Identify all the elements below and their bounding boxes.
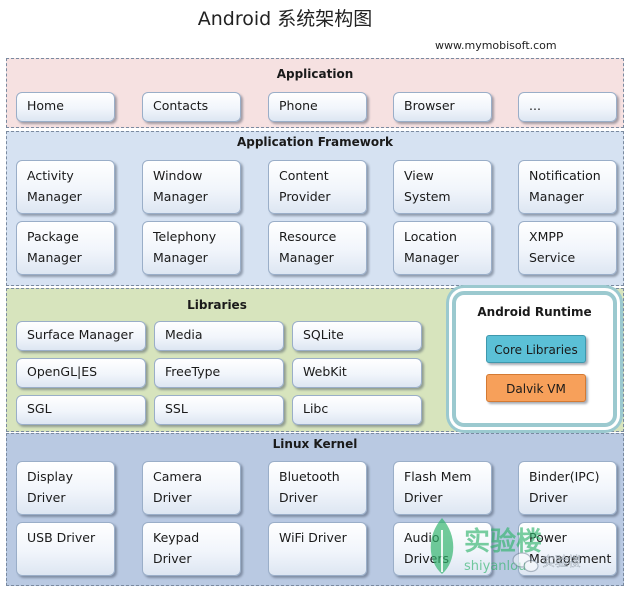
diagram-title: Android 系统架构图: [197, 8, 373, 30]
app-box-contacts: Contacts: [142, 92, 241, 122]
kernel-box-keypad-driver: Keypad Driver: [142, 522, 241, 576]
lib-box-webkit: WebKit: [292, 358, 422, 388]
app-box-more: ...: [518, 92, 617, 122]
lib-box-surface-manager: Surface Manager: [16, 321, 146, 351]
app-box-phone: Phone: [268, 92, 367, 122]
kernel-box-audio-drivers: Audio Drivers: [393, 522, 492, 576]
framework-box-telephony-manager: Telephony Manager: [142, 221, 241, 275]
android-runtime-panel: Android Runtime Core Libraries Dalvik VM: [452, 291, 617, 427]
lib-box-freetype: FreeType: [154, 358, 284, 388]
kernel-box-camera-driver: Camera Driver: [142, 461, 241, 515]
kernel-box-usb-driver: USB Driver: [16, 522, 115, 576]
dalvik-vm-box: Dalvik VM: [486, 374, 586, 402]
kernel-box-power-management: Power Management: [518, 522, 617, 576]
kernel-box-binder-ipc-driver: Binder(IPC) Driver: [518, 461, 617, 515]
framework-box-window-manager: Window Manager: [142, 160, 241, 214]
framework-box-resource-manager: Resource Manager: [268, 221, 367, 275]
application-layer-title: Application: [276, 67, 354, 81]
lib-box-libc: Libc: [292, 395, 422, 425]
website-label: www.mymobisoft.com: [435, 39, 557, 52]
android-runtime-title: Android Runtime: [477, 305, 592, 319]
framework-box-content-provider: Content Provider: [268, 160, 367, 214]
lib-box-opengl-es: OpenGL|ES: [16, 358, 146, 388]
lib-box-sgl: SGL: [16, 395, 146, 425]
core-libraries-box: Core Libraries: [486, 335, 586, 363]
framework-box-xmpp-service: XMPP Service: [518, 221, 617, 275]
app-box-home: Home: [16, 92, 115, 122]
kernel-box-wifi-driver: WiFi Driver: [268, 522, 367, 576]
framework-layer-title: Application Framework: [236, 135, 394, 149]
lib-box-ssl: SSL: [154, 395, 284, 425]
kernel-box-flash-mem-driver: Flash Mem Driver: [393, 461, 492, 515]
linux-kernel-layer-title: Linux Kernel: [272, 437, 358, 451]
framework-box-notification-manager: Notification Manager: [518, 160, 617, 214]
framework-box-package-manager: Package Manager: [16, 221, 115, 275]
app-box-browser: Browser: [393, 92, 492, 122]
lib-box-sqlite: SQLite: [292, 321, 422, 351]
framework-box-location-manager: Location Manager: [393, 221, 492, 275]
framework-box-activity-manager: Activity Manager: [16, 160, 115, 214]
kernel-box-bluetooth-driver: Bluetooth Driver: [268, 461, 367, 515]
framework-box-view-system: View System: [393, 160, 492, 214]
libraries-layer-title: Libraries: [187, 298, 247, 312]
kernel-box-display-driver: Display Driver: [16, 461, 115, 515]
lib-box-media-framework: Media Framework: [154, 321, 284, 351]
